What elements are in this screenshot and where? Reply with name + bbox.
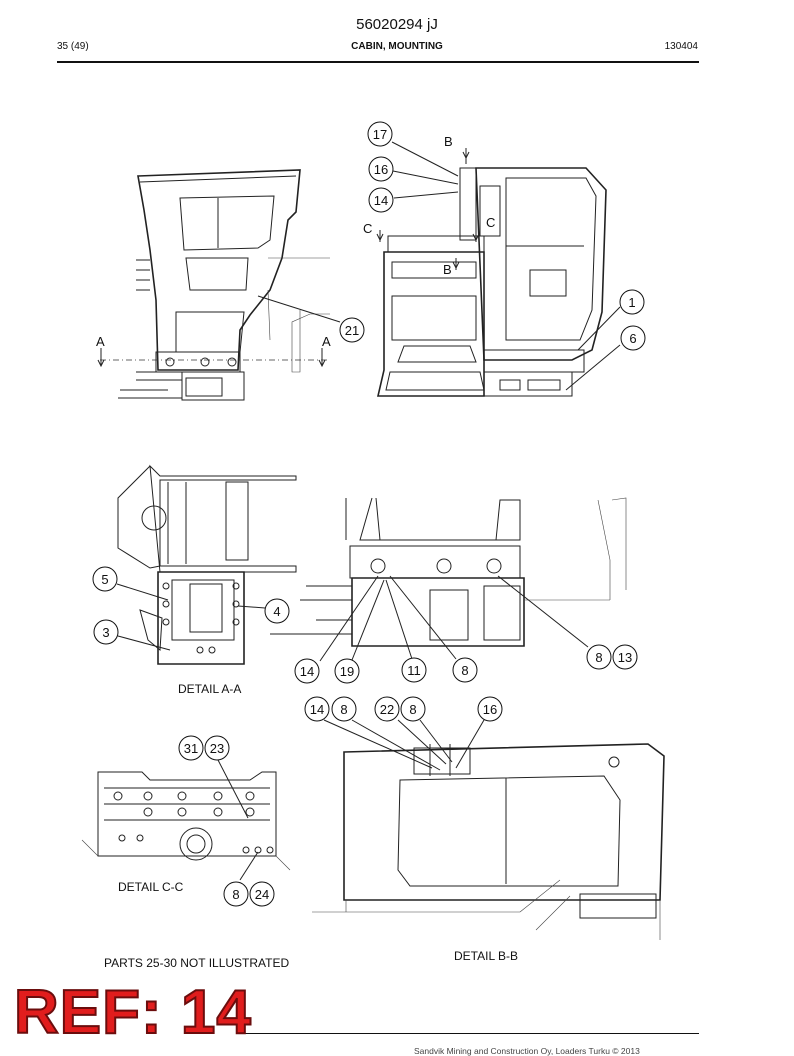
date-code: 130404	[664, 41, 698, 52]
callout-bubble: 3	[93, 619, 119, 645]
svg-text:6: 6	[629, 331, 636, 346]
svg-text:8: 8	[409, 702, 416, 717]
callout-bubble: 21	[339, 317, 365, 343]
callout-bubble: 5	[92, 566, 118, 592]
callout-bubble: 11	[401, 657, 427, 683]
detail-c-c	[81, 771, 291, 871]
svg-text:19: 19	[340, 664, 354, 679]
section-letter-c-right: C	[486, 215, 495, 230]
svg-text:3: 3	[102, 625, 109, 640]
callout-bubble: 19	[334, 658, 360, 684]
svg-text:13: 13	[618, 650, 632, 665]
svg-text:23: 23	[210, 741, 224, 756]
detail-a-a-label: DETAIL A-A	[178, 682, 242, 696]
cabin-front-view	[376, 148, 607, 397]
document-number: 56020294 jJ	[356, 16, 438, 33]
cabin-side-view	[97, 169, 330, 401]
callout-bubble: 6	[620, 325, 646, 351]
svg-text:16: 16	[483, 702, 497, 717]
leader-lines	[116, 141, 621, 881]
footer-rule	[242, 1033, 699, 1034]
callout-bubble: 24	[249, 881, 275, 907]
section-letter-b-bottom: B	[443, 262, 452, 277]
callout-bubble: 31	[178, 735, 204, 761]
svg-text:31: 31	[184, 741, 198, 756]
detail-b-b-label: DETAIL B-B	[454, 949, 519, 963]
header-rule	[57, 61, 699, 63]
svg-text:14: 14	[300, 664, 314, 679]
section-letter-c-left: C	[363, 221, 372, 236]
svg-text:8: 8	[232, 887, 239, 902]
callout-bubble: 16	[368, 156, 394, 182]
callout-bubble: 8	[223, 881, 249, 907]
svg-text:17: 17	[373, 127, 387, 142]
detail-a-a	[117, 464, 297, 665]
callout-bubble: 4	[264, 598, 290, 624]
footer-copyright: Sandvik Mining and Construction Oy, Load…	[414, 1046, 640, 1056]
svg-text:16: 16	[374, 162, 388, 177]
callout-bubble: 17	[367, 121, 393, 147]
detail-c-c-label: DETAIL C-C	[118, 880, 184, 894]
callout-bubble: 8	[452, 657, 478, 683]
svg-text:22: 22	[380, 702, 394, 717]
section-letters: A A B B C C	[96, 134, 495, 349]
callout-bubble: 14	[304, 696, 330, 722]
svg-text:14: 14	[310, 702, 324, 717]
svg-text:8: 8	[595, 650, 602, 665]
callout-bubble: 13	[612, 644, 638, 670]
section-letter-b-top: B	[444, 134, 453, 149]
detail-b-b	[312, 743, 665, 940]
callout-bubble: 22	[374, 696, 400, 722]
callout-bubble: 8	[331, 696, 357, 722]
svg-text:8: 8	[461, 663, 468, 678]
section-letter-a-right: A	[322, 334, 331, 349]
svg-text:24: 24	[255, 887, 269, 902]
svg-text:5: 5	[101, 572, 108, 587]
section-title: CABIN, MOUNTING	[351, 41, 443, 52]
callout-bubble: 8	[586, 644, 612, 670]
svg-text:8: 8	[340, 702, 347, 717]
callout-bubble: 8	[400, 696, 426, 722]
not-illustrated-note: PARTS 25-30 NOT ILLUSTRATED	[104, 956, 290, 970]
callout-bubble: 23	[204, 735, 230, 761]
page-number: 35 (49)	[57, 41, 89, 52]
reference-stamp: REF: 14	[13, 978, 252, 1047]
frame-side-detail	[270, 497, 627, 647]
section-letter-a-left: A	[96, 334, 105, 349]
callout-bubble: 14	[368, 187, 394, 213]
svg-text:11: 11	[407, 663, 421, 678]
svg-text:4: 4	[273, 604, 280, 619]
callout-bubble: 1	[619, 289, 645, 315]
svg-text:14: 14	[374, 193, 388, 208]
callout-bubble: 14	[294, 658, 320, 684]
svg-text:1: 1	[628, 295, 635, 310]
callout-bubble: 16	[477, 696, 503, 722]
svg-text:21: 21	[345, 323, 359, 338]
